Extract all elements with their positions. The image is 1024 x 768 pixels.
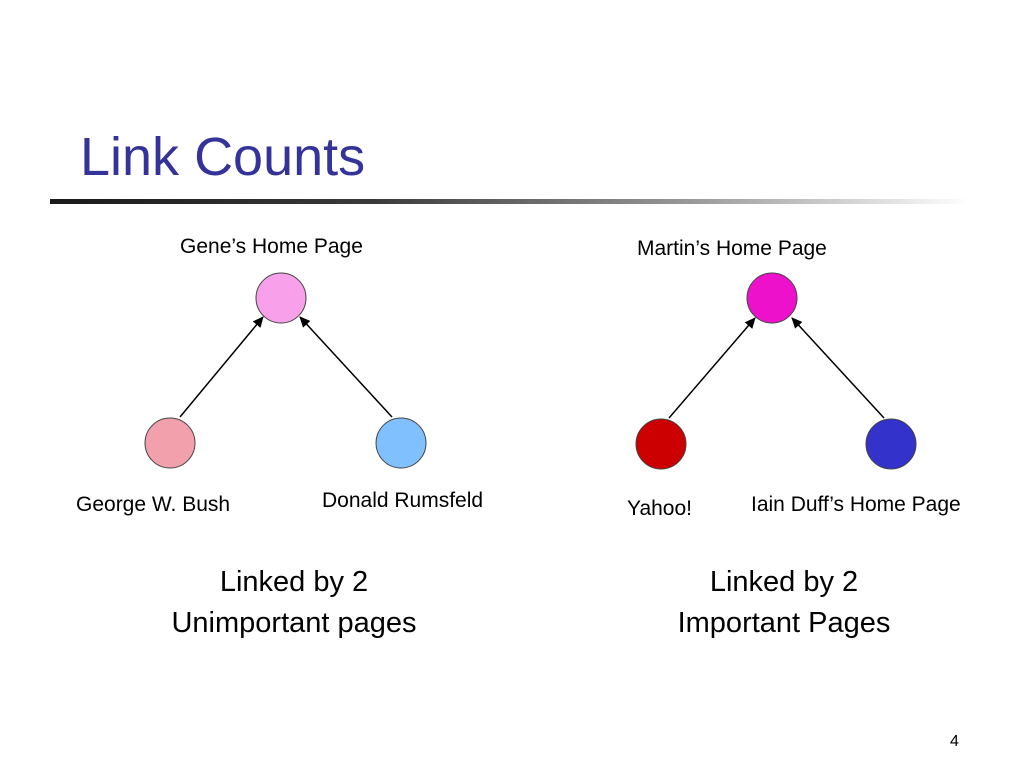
- node-martin-home-page: [746, 272, 798, 324]
- edge-rumsfeld-to-gene: [299, 316, 393, 418]
- caption-left: Linked by 2 Unimportant pages: [144, 562, 444, 644]
- label-george-w-bush: George W. Bush: [76, 493, 231, 516]
- label-yahoo: Yahoo!: [627, 497, 692, 520]
- node-iain-duff-home-page: [865, 418, 917, 470]
- edge-yahoo-to-martin: [668, 317, 756, 419]
- edge-bush-to-gene: [179, 316, 264, 418]
- caption-right-line1: Linked by 2: [709, 566, 859, 598]
- caption-right: Linked by 2 Important Pages: [634, 562, 934, 644]
- label-martin-home-page: Martin’s Home Page: [637, 237, 827, 260]
- label-iain-duff-home-page: Iain Duff’s Home Page: [751, 493, 961, 516]
- caption-left-line2: Unimportant pages: [171, 607, 417, 639]
- slide-title: Link Counts: [80, 127, 366, 187]
- node-yahoo: [635, 418, 687, 470]
- node-gene-home-page: [255, 272, 307, 324]
- edge-duff-to-martin: [791, 317, 885, 419]
- title-divider: [50, 199, 970, 204]
- node-george-w-bush: [144, 417, 196, 469]
- caption-left-line1: Linked by 2: [219, 566, 369, 598]
- label-donald-rumsfeld: Donald Rumsfeld: [322, 489, 484, 512]
- caption-right-line2: Important Pages: [677, 607, 891, 639]
- slide-number: 4: [950, 733, 959, 750]
- node-donald-rumsfeld: [375, 417, 427, 469]
- label-gene-home-page: Gene’s Home Page: [180, 235, 363, 258]
